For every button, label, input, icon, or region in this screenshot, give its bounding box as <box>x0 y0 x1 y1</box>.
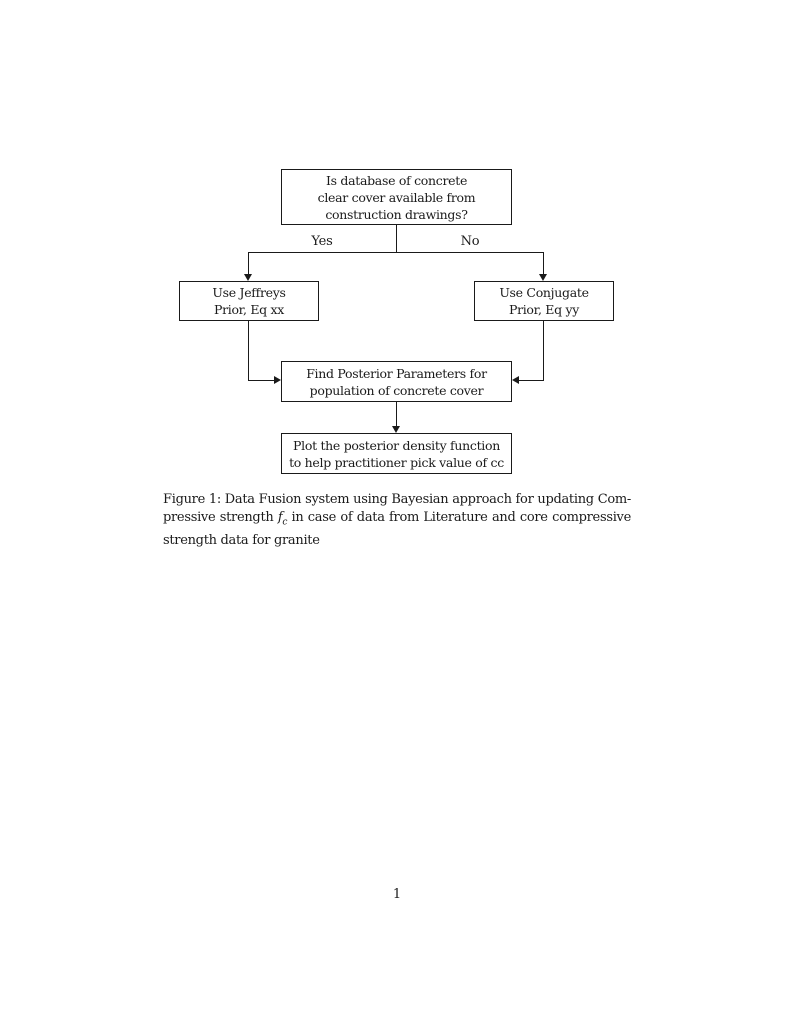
connector-line <box>248 321 249 381</box>
flowchart-decision-box: Is database of concrete clear cover avai… <box>281 169 512 225</box>
connector-line <box>518 380 544 381</box>
math-symbol-subscript: c <box>282 517 288 528</box>
posterior-box-line: population of concrete cover <box>309 382 484 398</box>
connector-line <box>396 225 397 252</box>
connector-line <box>396 402 397 427</box>
decision-box-line: clear cover available from <box>317 189 476 205</box>
arrow-down-icon <box>392 426 400 433</box>
plot-box-line: to help practitioner pick value of cc <box>289 454 504 470</box>
arrow-left-icon <box>512 376 519 384</box>
connector-line <box>543 321 544 381</box>
decision-box-line: construction drawings? <box>325 206 468 222</box>
connector-line <box>248 380 275 381</box>
flowchart-plot-box: Plot the posterior density function to h… <box>281 433 512 474</box>
conjugate-box-line: Prior, Eq yy <box>508 302 580 317</box>
conjugate-box-line: Use Conjugate <box>499 285 589 300</box>
posterior-box-line: Find Posterior Parameters for <box>306 365 487 381</box>
decision-box-line: Is database of concrete <box>325 172 468 188</box>
page-number: 1 <box>392 887 402 902</box>
arrow-down-icon <box>244 274 252 281</box>
jeffreys-box-line: Prior, Eq xx <box>213 302 285 317</box>
caption-line-1: Figure 1: Data Fusion system using Bayes… <box>163 492 631 507</box>
caption-line-3: strength data for granite <box>163 532 320 548</box>
connector-line <box>248 252 544 253</box>
caption-line-2: pressive strength fc in case of data fro… <box>163 509 631 532</box>
arrow-down-icon <box>539 274 547 281</box>
no-branch-label: No <box>460 234 480 249</box>
caption-line-2-before: pressive strength <box>163 509 274 525</box>
flowchart-posterior-box: Find Posterior Parameters for population… <box>281 361 512 402</box>
plot-box-line: Plot the posterior density function <box>293 437 500 453</box>
flowchart-conjugate-prior-box: Use Conjugate Prior, Eq yy <box>474 281 614 321</box>
math-fc-symbol: fc <box>277 509 288 528</box>
math-symbol-base: f <box>277 509 283 525</box>
arrow-right-icon <box>274 376 281 384</box>
connector-line <box>543 252 544 275</box>
caption-line-2-after: in case of data from Literature and core… <box>291 509 632 525</box>
connector-line <box>248 252 249 275</box>
figure-caption: Figure 1: Data Fusion system using Bayes… <box>163 491 631 549</box>
flowchart-jeffreys-prior-box: Use Jeffreys Prior, Eq xx <box>179 281 319 321</box>
jeffreys-box-line: Use Jeffreys <box>212 285 286 300</box>
yes-branch-label: Yes <box>311 234 333 249</box>
